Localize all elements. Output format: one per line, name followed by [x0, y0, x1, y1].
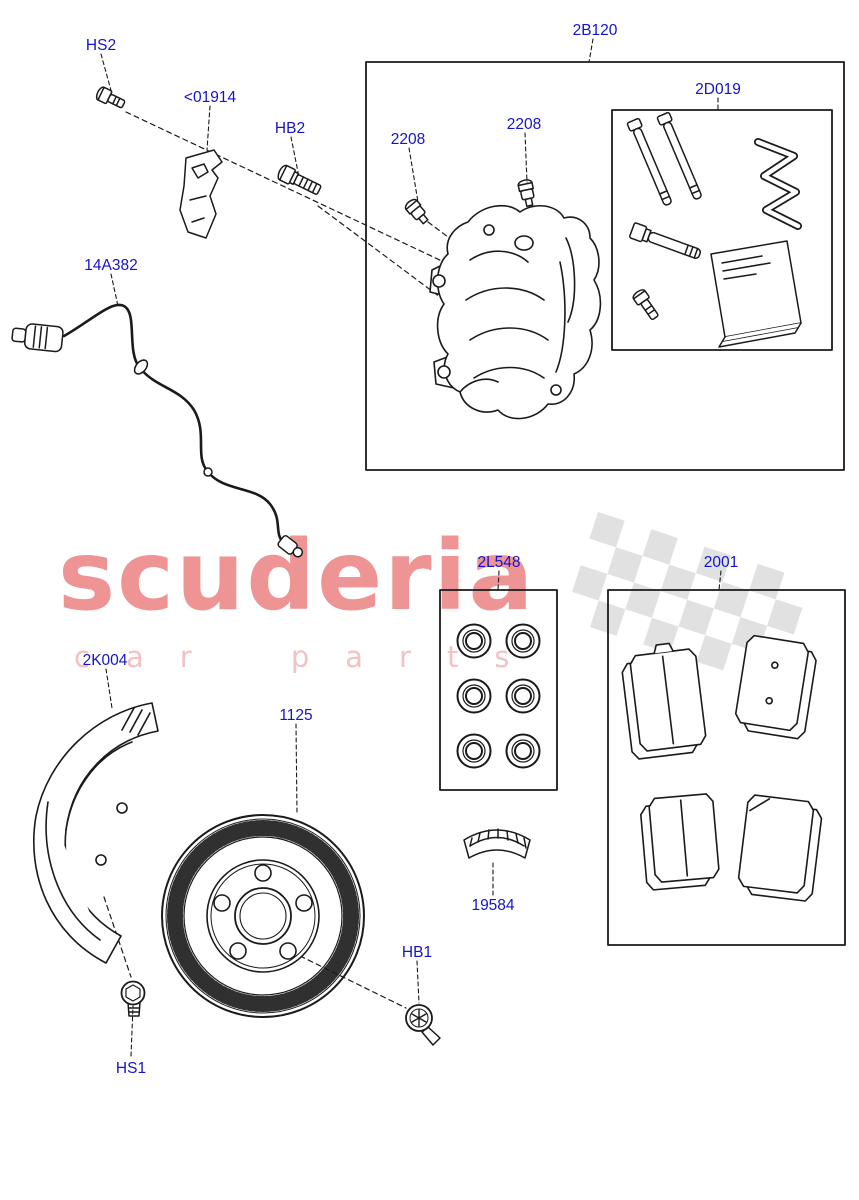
clip-01914-part [179, 149, 223, 239]
part-label-2l548[interactable]: 2L548 [477, 554, 521, 571]
part-label-2b120[interactable]: 2B120 [572, 22, 618, 39]
hs1-bolt-part [120, 980, 146, 1017]
part-label-2208-left[interactable]: 2208 [390, 131, 426, 148]
part-label-2d019[interactable]: 2D019 [695, 81, 741, 98]
box-caliper-kit [365, 61, 845, 471]
part-label-2001[interactable]: 2001 [703, 554, 739, 571]
part-label-14a382[interactable]: 14A382 [84, 257, 138, 274]
box-seal-kit [439, 589, 558, 791]
assembly-line-hb2-caliper [317, 205, 445, 301]
part-label-19584[interactable]: 19584 [471, 897, 515, 914]
leader-hb2 [290, 136, 299, 173]
splash-shield-part [32, 702, 159, 964]
leader-2k004 [105, 668, 113, 709]
leader-2208-left [408, 147, 419, 203]
part-label-hs1[interactable]: HS1 [115, 1060, 147, 1077]
part-label-hb2[interactable]: HB2 [274, 120, 306, 137]
leader-2b120 [588, 38, 594, 63]
box-guide-pin-kit [611, 109, 833, 351]
part-label-1125[interactable]: 1125 [279, 707, 313, 724]
leader-1125 [295, 723, 298, 814]
guide-pin-kit-parts [626, 111, 802, 348]
wear-sensor-part [11, 303, 304, 558]
watermark-subtitle: car parts [74, 640, 546, 674]
pad-shim-part [463, 828, 531, 859]
assembly-line-hs2-caliper [125, 111, 445, 263]
sensor-2208-left-part [404, 198, 429, 225]
assembly-line-shield-hs1 [103, 896, 132, 978]
leader-2l548 [497, 570, 500, 591]
sensor-2208-right-part [517, 179, 535, 207]
box-brake-pads [607, 589, 846, 946]
leader-hs2 [100, 53, 113, 95]
assembly-line-disc-hb1 [291, 951, 407, 1009]
leader-2208-right [524, 132, 528, 183]
brake-pads-parts [621, 634, 823, 902]
seal-kit-parts [456, 623, 541, 769]
assembly-line-sensor-caliper [427, 221, 453, 241]
brake-caliper-part [429, 204, 602, 420]
leader-lines [100, 38, 722, 1057]
leader-14a382 [110, 273, 119, 307]
part-label-01914[interactable]: <01914 [183, 89, 237, 106]
leader-hb1 [416, 960, 420, 1004]
part-label-2208-right[interactable]: 2208 [506, 116, 542, 133]
part-label-hs2[interactable]: HS2 [85, 37, 117, 54]
part-label-hb1[interactable]: HB1 [401, 944, 433, 961]
hb1-bolt-part [405, 1004, 441, 1046]
hs2-bolt-part [95, 86, 126, 109]
part-label-2k004[interactable]: 2K004 [82, 652, 128, 669]
leader-01914 [206, 105, 211, 151]
leader-2001 [718, 570, 722, 591]
hb2-bolt-part [277, 164, 322, 195]
brake-disc-part [161, 814, 365, 1018]
leader-hs1 [130, 1005, 134, 1057]
watermark-title: scuderia [58, 520, 536, 632]
